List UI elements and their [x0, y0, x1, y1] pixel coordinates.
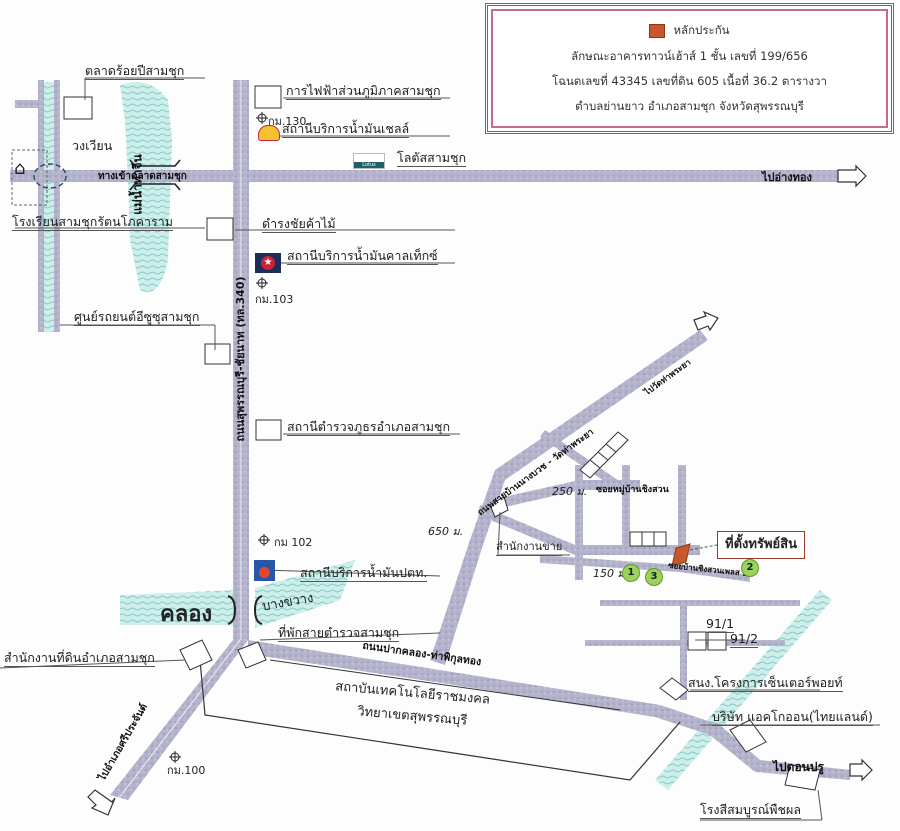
shell-logo-icon [258, 125, 280, 141]
label-land-office: สำนักงานที่ดินอำเภอสามชุก [4, 650, 155, 667]
label-agco: บริษัท แอคโกออน(ไทยแลนด์) [712, 709, 873, 726]
label-91-1: 91/1 [706, 616, 735, 633]
collateral-swatch [649, 23, 666, 38]
road-to-ang-thong [10, 170, 855, 182]
label-centerpoint: สนง.โครงการเซ็นเตอร์พอยท์ [688, 675, 843, 692]
legend-box: หลักประกัน ลักษณะอาคารทาวน์เฮ้าส์ 1 ชั้น… [485, 3, 894, 134]
km-marker-100: กม.100 [167, 764, 206, 777]
label-police: สถานีตำรวจภูธรอำเภอสามชุก [287, 419, 451, 436]
asset-location-label: ที่ตั้งทรัพย์สิน [717, 531, 805, 559]
school-icon: ⌂ [14, 158, 26, 179]
asset-parcel [671, 543, 691, 567]
label-ptt: สถานีบริการน้ำมันปตท. [300, 565, 428, 582]
label-police-box: ที่พักสายตำรวจสามชุก [278, 625, 400, 642]
distance-150: 150 ม. [593, 567, 629, 580]
label-sales-office: สำนักงานขาย [496, 540, 563, 556]
km-marker-103: กม.103 [255, 293, 294, 306]
label-pea: การไฟฟ้าส่วนภูมิภาคสามชุก [286, 83, 441, 100]
label-caltex: สถานีบริการน้ำมันคาลเท็กซ์ [287, 248, 438, 265]
label-isuzu: ศูนย์รถยนต์อีซูซุสามชุก [74, 309, 200, 326]
label-shell: สถานีบริการน้ำมันเชลล์ [282, 121, 410, 138]
marker-2: 2 [741, 559, 759, 577]
marker-3: 3 [645, 568, 663, 586]
distance-250: 250 ม. [552, 485, 588, 498]
km-marker-102: กม 102 [274, 536, 313, 549]
road-label-340: ถนนสุพรรณบุรี-ชัยนาท (ทล.340) [234, 276, 247, 442]
legend-swatch-label: หลักประกัน [673, 23, 730, 37]
distance-650: 650 ม. [428, 525, 464, 538]
legend-line-3: ตำบลย่านยาว อำเภอสามชุก จังหวัดสุพรรณบุร… [575, 99, 804, 113]
legend-line-2: โฉนดเลขที่ 43345 เลขที่ดิน 605 เนื้อที่ … [552, 74, 827, 88]
label-damrong: ดำรงชัยค้าไม้ [262, 216, 336, 233]
caltex-logo-icon: ★ [255, 253, 281, 273]
road-diagonal [430, 330, 708, 665]
canal-label-khlong: คลอง [160, 602, 213, 627]
label-lotus: โลตัสสามชุก [397, 150, 467, 167]
road-label-don-pru: ไปดอนปรู [773, 760, 824, 774]
road-label-market: ทางเข้าตลาดสามชุก [98, 171, 187, 182]
label-talad: ตลาดร้อยปีสามชุก [85, 63, 185, 80]
label-mill: โรงสีสมบูรณ์พืชผล [700, 802, 801, 819]
label-wongwian: วงเวียน [72, 138, 113, 153]
marker-1: 1 [622, 564, 640, 582]
road-label-soi-village: ซอยหมู่บ้านชิงสวน [596, 485, 669, 495]
legend-line-1: ลักษณะอาคารทาวน์เฮ้าส์ 1 ชั้น เลขที่ 199… [571, 49, 808, 63]
canal-bang-khwang [255, 560, 355, 628]
label-91-2: 91/2 [730, 631, 759, 648]
km-marker-130: กม.130 [268, 115, 307, 128]
river-label-tha-chin: แม่น้ำท่าจีน [130, 154, 145, 215]
label-school: โรงเรียนสามชุกรัตนโภคาราม [12, 214, 174, 231]
lotus-logo-icon: Lotus [353, 153, 385, 169]
road-label-ang-thong: ไปอ่างทอง [762, 171, 812, 184]
river-tha-chin [120, 82, 172, 293]
road-pak-khlong [248, 640, 850, 780]
canal-khlong [120, 590, 240, 625]
ptt-logo-icon [254, 560, 275, 581]
